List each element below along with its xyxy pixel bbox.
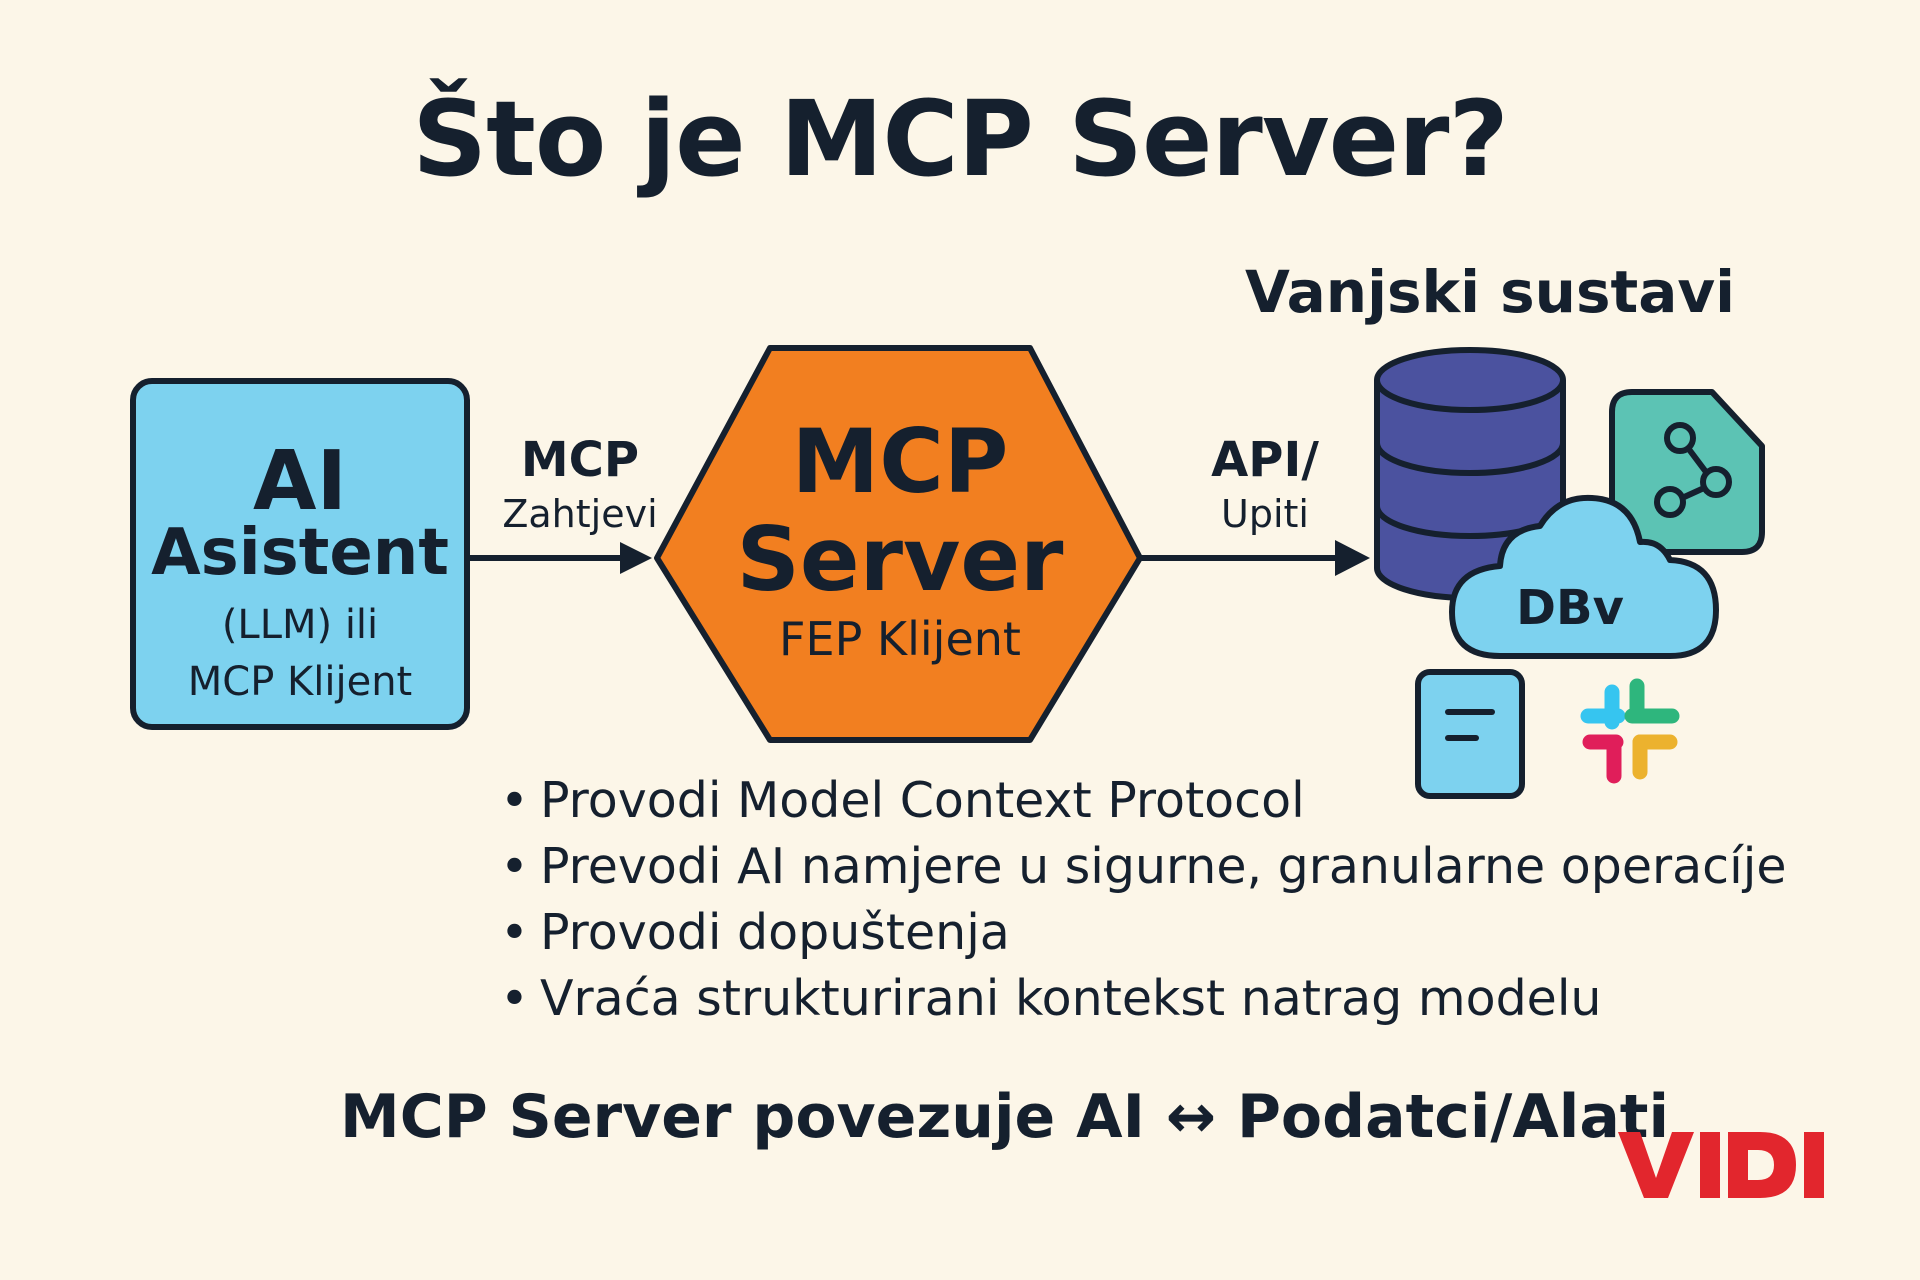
list-item-text: Vraća strukturirani kontekst natrag mode… (540, 970, 1602, 1027)
bullet-dot: • (500, 838, 529, 895)
cloud-icon (1449, 494, 1719, 659)
bullet-dot: • (500, 772, 529, 829)
server-line1: MCP (791, 410, 1009, 513)
server-line3: FEP Klijent (779, 612, 1021, 666)
server-line2: Server (736, 508, 1064, 611)
api-queries-label: API/ Upiti (1170, 432, 1360, 536)
cloud-label: DBv (1516, 580, 1624, 636)
bullet-dot: • (500, 904, 529, 961)
edge-label-right-bottom: Upiti (1221, 492, 1309, 536)
edge-label-left-bottom: Zahtjevi (502, 492, 658, 536)
ai-box-line2: Asistent (151, 516, 449, 590)
external-systems-title: Vanjski sustavi (1244, 258, 1736, 326)
tagline: MCP Server povezuje AI ↔ Podatci/Alati (340, 1082, 1670, 1152)
arrow-server-to-external (1140, 540, 1370, 576)
list-item-text: Provodi Model Context Protocol (540, 772, 1305, 829)
vidi-logo (1618, 1132, 1824, 1198)
bullet-dot: • (500, 970, 529, 1027)
list-item: •Provodi Model Context Protocol (500, 768, 1820, 834)
ai-box-line3: (LLM) ili (221, 602, 379, 648)
list-item: •Provodi dopuštenja (500, 900, 1820, 966)
ai-box-line1: AI (253, 434, 347, 529)
list-item: •Prevodi AI namjere u sigurne, granularn… (500, 834, 1820, 900)
edge-label-left-top: MCP (520, 432, 640, 488)
edge-label-right-top: API/ (1211, 432, 1319, 488)
slack-icon (1580, 678, 1680, 784)
ai-box-line4: MCP Klijent (187, 659, 413, 705)
mcp-requests-label: MCP Zahtjevi (480, 432, 680, 536)
arrow-ai-to-server (470, 542, 652, 574)
document-icon (1415, 669, 1525, 799)
mcp-server-hexagon (654, 345, 1143, 743)
list-item-text: Provodi dopuštenja (540, 904, 1010, 961)
feature-list: •Provodi Model Context Protocol •Prevodi… (500, 768, 1820, 1032)
ai-assistant-box: AI Asistent (LLM) ili MCP Klijent (130, 378, 470, 730)
page-title: Što je MCP Server? (412, 78, 1509, 200)
list-item-text: Prevodi AI namjere u sigurne, granularne… (540, 838, 1787, 895)
list-item: •Vraća strukturirani kontekst natrag mod… (500, 966, 1820, 1032)
